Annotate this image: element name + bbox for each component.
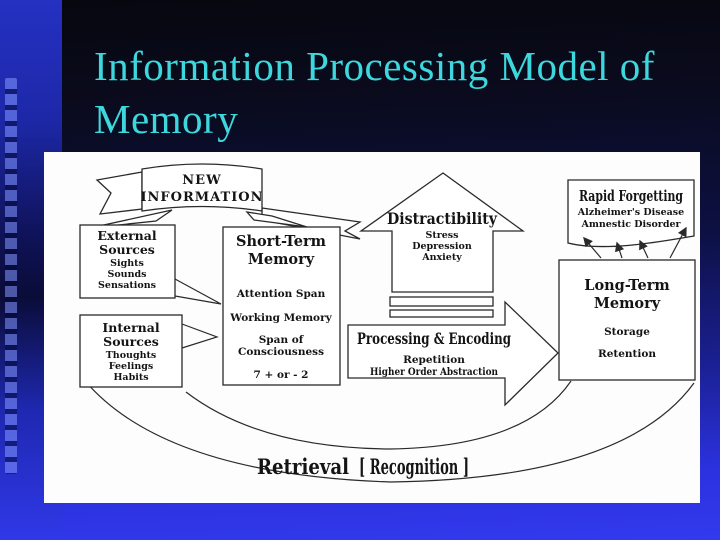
rapid-forgetting-box: Rapid Forgetting Alzheimer's Disease Amn… [567, 179, 695, 248]
internal-sources-box: Internal Sources Thoughts Feelings Habit… [79, 314, 219, 388]
title-line-1: Information Processing Model of [94, 43, 655, 89]
rapid-forgetting-title: Rapid Forgetting [579, 188, 683, 205]
long-term-memory-box: Long-Term Memory Storage Retention [558, 259, 696, 381]
stm-item: Working Memory [229, 312, 332, 324]
banner-line-2: INFORMATION [140, 190, 263, 205]
stm-item: Attention Span [236, 288, 326, 300]
distractibility-item: Depression [412, 241, 472, 252]
banner-band [141, 163, 263, 212]
rapid-forgetting-item: Alzheimer's Disease [577, 207, 684, 218]
processing-encoding-arrow: Processing & Encoding Repetition Higher … [347, 300, 559, 407]
stm-item: Span of [259, 334, 305, 346]
external-sources-item: Sensations [98, 280, 156, 291]
page-title: Information Processing Model of Memory [94, 40, 706, 146]
short-term-memory-box: Short-Term Memory Attention Span Working… [222, 226, 341, 386]
forgetting-arrow-2 [615, 241, 625, 259]
banner-left-wing [95, 171, 143, 215]
forgetting-arrows [583, 226, 687, 259]
forgetting-arrow-3 [639, 239, 649, 259]
internal-sources-item: Habits [113, 372, 148, 383]
recognition-label: [ Recognition ] [359, 454, 469, 479]
forgetting-arrow-1 [583, 236, 602, 259]
external-sources-title-2: Sources [99, 242, 155, 257]
internal-sources-title-1: Internal [102, 320, 159, 335]
ltm-title-2: Memory [594, 295, 661, 312]
distractibility-title: Distractibility [387, 209, 498, 228]
distractibility-arrow: Distractibility Stress Depression Anxiet… [358, 172, 526, 293]
external-sources-box: External Sources Sights Sounds Sensation… [79, 224, 222, 305]
processing-encoding-item: Repetition [403, 354, 465, 366]
ltm-item: Retention [598, 348, 656, 360]
internal-sources-item: Feelings [109, 361, 153, 372]
banner-line-1: NEW [182, 173, 221, 188]
external-sources-title-1: External [97, 228, 156, 243]
left-decor-squares [5, 78, 17, 474]
memory-model-diagram: Retrieval [ Recognition ] NEW INFORMATIO… [79, 163, 696, 483]
stm-item: 7 + or - 2 [254, 369, 309, 381]
buffer-bar-2 [389, 309, 494, 318]
retrieval-loop-inner [185, 380, 572, 450]
external-sources-item: Sights [110, 258, 144, 269]
processing-encoding-item: Higher Order Abstraction [370, 366, 498, 378]
distractibility-item: Stress [426, 230, 459, 241]
retrieval-loop-outer [80, 375, 695, 483]
internal-sources-title-2: Sources [103, 334, 159, 349]
diagram-panel: Retrieval [ Recognition ] NEW INFORMATIO… [44, 152, 700, 503]
rapid-forgetting-item: Amnestic Disorder [580, 219, 681, 230]
stm-title-2: Memory [248, 251, 315, 268]
buffer-bar-1 [389, 296, 494, 307]
internal-sources-pointer [181, 323, 219, 349]
retrieval-label: Retrieval [257, 454, 349, 479]
stm-item: Consciousness [238, 346, 324, 358]
stm-title-1: Short-Term [236, 233, 327, 250]
distractibility-item: Anxiety [421, 252, 462, 263]
processing-encoding-title: Processing & Encoding [357, 329, 511, 348]
external-sources-pointer [174, 278, 222, 305]
ltm-title-1: Long-Term [584, 277, 670, 294]
internal-sources-item: Thoughts [106, 350, 157, 361]
title-line-2: Memory [94, 96, 239, 142]
ltm-item: Storage [604, 326, 650, 338]
external-sources-item: Sounds [107, 269, 146, 280]
forgetting-arrow-4 [669, 226, 687, 259]
